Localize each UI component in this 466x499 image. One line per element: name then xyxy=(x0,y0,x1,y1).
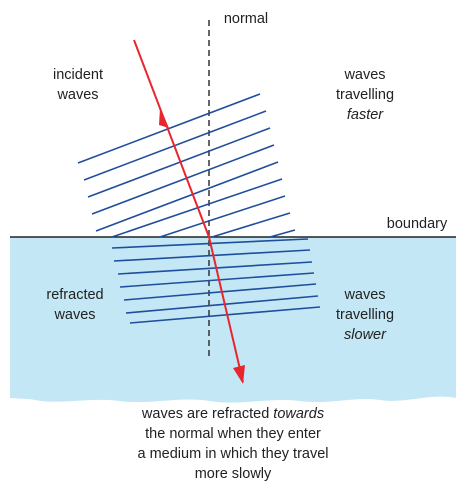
caption-line-2: the normal when they enter xyxy=(145,426,321,442)
caption-line-4: more slowly xyxy=(194,466,272,482)
caption-line-3: a medium in which they travel xyxy=(137,446,329,462)
incident-wavefronts xyxy=(77,93,296,238)
refracted-wavefront xyxy=(129,306,321,324)
refracted-ray xyxy=(208,236,244,383)
normal-label: normal xyxy=(223,11,269,27)
boundary-label: boundary xyxy=(386,216,448,232)
refracted-wavefront xyxy=(113,249,311,262)
incident-wavefront xyxy=(95,161,279,232)
water-region xyxy=(10,237,456,403)
refracted-wavefront xyxy=(119,272,315,288)
refracted-wavefront xyxy=(125,295,319,314)
waves-faster-label: waves travelling faster xyxy=(335,67,395,123)
arrowhead-icon xyxy=(159,108,169,128)
caption-line-1: waves are refracted towards xyxy=(141,406,325,422)
incident-waves-label: incident waves xyxy=(53,67,103,103)
refracted-wavefront xyxy=(123,283,317,301)
incident-wavefront xyxy=(91,144,275,215)
incident-ray xyxy=(133,39,210,238)
caption: waves are refracted towards the normal w… xyxy=(83,404,383,484)
arrowhead-icon xyxy=(233,365,245,384)
incident-wavefront xyxy=(159,195,286,238)
refracted-wavefront xyxy=(117,261,313,275)
incident-wavefront xyxy=(211,212,291,238)
refracted-waves-label: refracted waves xyxy=(46,287,104,323)
incident-wavefront xyxy=(87,127,271,198)
waves-slower-label: waves travelling slower xyxy=(335,287,395,343)
incident-wavefront xyxy=(77,93,261,164)
incident-wavefront xyxy=(269,229,296,238)
